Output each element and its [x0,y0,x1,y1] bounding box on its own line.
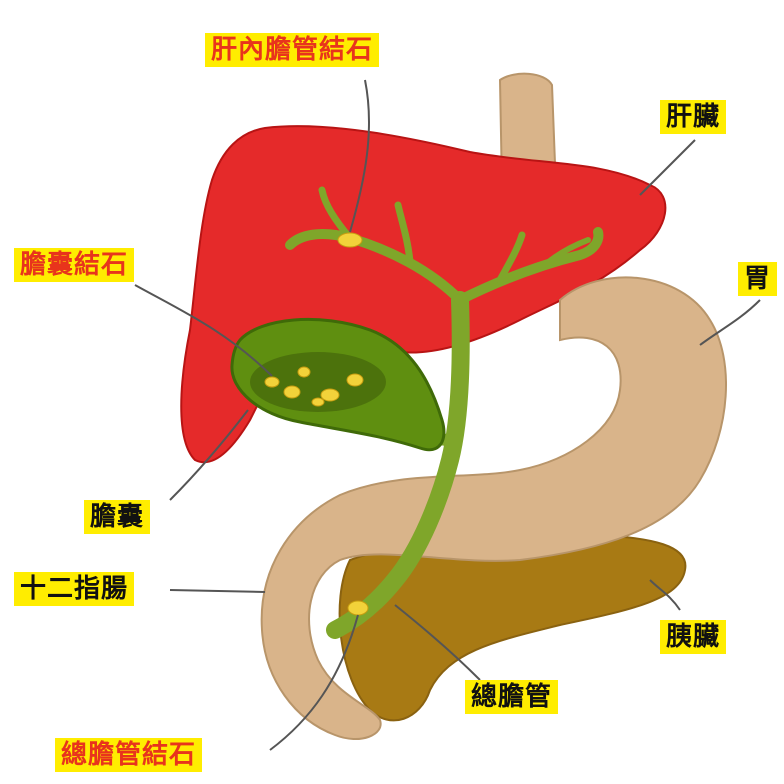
label-gallstone: 膽囊結石 [14,248,134,282]
label-cbd-stone: 總膽管結石 [55,738,202,772]
bile-duct-stone [348,601,368,615]
label-duodenum: 十二指腸 [14,572,134,606]
label-common-bile-duct: 總膽管 [465,680,558,714]
label-liver: 肝臟 [660,100,726,134]
label-pancreas: 胰臟 [660,620,726,654]
label-stomach: 胃 [738,262,777,296]
label-gallbladder: 膽囊 [84,500,150,534]
intrahepatic-stone [338,233,362,247]
label-intrahepatic-stone: 肝內膽管結石 [205,33,379,67]
leader-duodenum [170,590,265,592]
leader-liver [640,140,695,195]
